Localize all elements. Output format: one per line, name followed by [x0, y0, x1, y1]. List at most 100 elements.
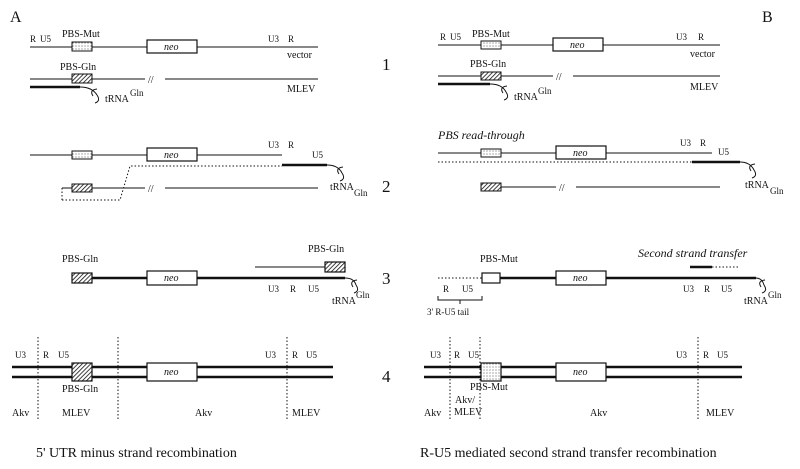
- u3-label: U3: [430, 350, 441, 360]
- panel-a-step-4: U3 R U5 U3 R U5 neo PBS-Gln Akv MLEV Akv…: [12, 337, 333, 420]
- trna-label: tRNA: [514, 92, 539, 103]
- panel-a-step-2: U3 R U5 neo tRNA Gln //: [30, 140, 368, 201]
- pbs-gln-label: PBS-Gln: [470, 59, 506, 70]
- neo-label: neo: [573, 273, 587, 284]
- u3-label: U3: [268, 34, 279, 44]
- panel-a-caption: 5' UTR minus strand recombination: [36, 446, 237, 461]
- pbs-gln-label: PBS-Gln: [308, 244, 344, 255]
- akv-label: Akv: [12, 408, 29, 419]
- akv-slash-label: Akv/: [455, 395, 475, 406]
- vector-label: vector: [690, 49, 716, 60]
- gln-label: Gln: [356, 290, 370, 300]
- break-slashes: //: [556, 72, 562, 83]
- trna-label: tRNA: [745, 180, 770, 191]
- break-slashes: //: [148, 184, 154, 195]
- mlev-label: MLEV: [62, 408, 91, 419]
- neo-box: [555, 270, 607, 286]
- pbs-mut-box: [71, 41, 93, 52]
- mlev-label: MLEV: [454, 407, 483, 418]
- neo-box: [555, 362, 607, 382]
- u3-label: U3: [265, 350, 276, 360]
- vector-label: vector: [287, 50, 313, 61]
- r-label: R: [292, 350, 298, 360]
- neo-box: [146, 362, 198, 382]
- u5-label: U5: [462, 284, 473, 294]
- u5-label: U5: [306, 350, 317, 360]
- u5-label: U5: [717, 350, 728, 360]
- u3-label: U3: [15, 350, 26, 360]
- panel-b-step-2: PBS read-through U3 R U5 neo tRNA Gln //: [437, 128, 784, 196]
- panel-b-caption: R-U5 mediated second strand transfer rec…: [420, 446, 717, 461]
- gln-label: Gln: [130, 88, 144, 98]
- u5-label: U5: [58, 350, 69, 360]
- u3-label: U3: [676, 32, 687, 42]
- neo-box: [552, 37, 604, 52]
- akv-label: Akv: [590, 408, 607, 419]
- gln-label: Gln: [538, 86, 552, 96]
- r-label: R: [288, 140, 294, 150]
- r-label: R: [440, 32, 446, 42]
- pbs-gln-label: PBS-Gln: [62, 254, 98, 265]
- panel-b-step-4: U3 R U5 U3 R U5 neo PBS-Mut Akv/ MLEV Ak…: [424, 337, 742, 420]
- r-u5-tail-label: 3' R-U5 tail: [427, 307, 470, 317]
- r-label: R: [698, 32, 704, 42]
- trna-label: tRNA: [105, 94, 130, 105]
- neo-label: neo: [164, 273, 178, 284]
- panel-a-letter: A: [10, 9, 22, 26]
- trna-icon: [501, 85, 509, 101]
- second-strand-transfer-label: Second strand transfer: [638, 246, 748, 260]
- u3-label: U3: [680, 138, 691, 148]
- neo-label: neo: [164, 42, 178, 53]
- minus-strand-dotted: [62, 165, 282, 201]
- pbs-mut-label: PBS-Mut: [472, 29, 510, 40]
- r-label: R: [700, 138, 706, 148]
- trna-icon: [759, 279, 767, 294]
- u3-label: U3: [268, 284, 279, 294]
- break-slashes: //: [148, 75, 154, 86]
- panel-b-step-1: R U5 PBS-Mut U3 R neo vector PBS-Gln // …: [438, 29, 720, 103]
- r-label: R: [703, 350, 709, 360]
- akv-label: Akv: [195, 408, 212, 419]
- gln-label: Gln: [354, 188, 368, 198]
- pbs-mut-label: PBS-Mut: [480, 254, 518, 265]
- mlev-label: MLEV: [287, 84, 316, 95]
- r-label: R: [290, 284, 296, 294]
- break-slashes: //: [559, 183, 565, 194]
- panel-a-step-3: PBS-Gln PBS-Gln neo U3 R U5 tRNA Gln: [62, 244, 370, 307]
- u5-label: U5: [312, 150, 323, 160]
- step-4-number: 4: [382, 367, 391, 386]
- neo-label: neo: [164, 367, 178, 378]
- pbs-read-through-label: PBS read-through: [437, 128, 525, 142]
- gln-label: Gln: [768, 290, 782, 300]
- neo-box: [146, 39, 198, 54]
- pbs-gln-label: PBS-Gln: [60, 62, 96, 73]
- mlev-label: MLEV: [706, 408, 735, 419]
- akv-label: Akv: [424, 408, 441, 419]
- u5-label: U5: [40, 34, 51, 44]
- u5-label: U5: [450, 32, 461, 42]
- pbs-gln-box: [71, 73, 93, 84]
- neo-box: [146, 270, 198, 286]
- neo-label: neo: [573, 148, 587, 159]
- step-1-number: 1: [382, 55, 391, 74]
- trna-icon: [91, 88, 100, 104]
- step-3-number: 3: [382, 269, 391, 288]
- trna-icon: [351, 279, 359, 294]
- mlev-label: MLEV: [690, 82, 719, 93]
- u3-label: U3: [676, 350, 687, 360]
- neo-label: neo: [573, 367, 587, 378]
- panel-b-step-3: PBS-Mut Second strand transfer neo R U5 …: [427, 246, 782, 317]
- trna-icon: [749, 163, 757, 179]
- gln-label: Gln: [770, 186, 784, 196]
- mlev-label: MLEV: [292, 408, 321, 419]
- r-label: R: [443, 284, 449, 294]
- r-label: R: [704, 284, 710, 294]
- u5-label: U5: [468, 350, 479, 360]
- neo-box: [146, 147, 198, 162]
- trna-label: tRNA: [744, 296, 769, 307]
- u3-label: U3: [683, 284, 694, 294]
- neo-label: neo: [164, 150, 178, 161]
- u3-label: U3: [268, 140, 279, 150]
- r-label: R: [454, 350, 460, 360]
